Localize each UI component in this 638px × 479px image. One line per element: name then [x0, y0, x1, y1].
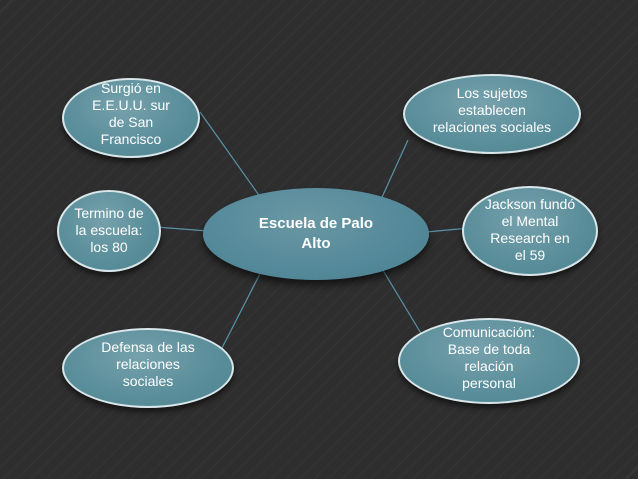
- node-label-line: E.E.U.U. sur: [92, 97, 170, 113]
- connector-defensa: [221, 261, 267, 349]
- node-surgio-label: Surgió en E.E.U.U. sur de San Francisco: [62, 80, 200, 148]
- node-label-line: personal: [462, 375, 516, 391]
- node-label-line: la escuela:: [75, 222, 143, 238]
- connector-termino: [155, 226, 209, 232]
- connector-comunicacion: [377, 261, 426, 341]
- node-label-line: sociales: [122, 373, 174, 389]
- node-surgio: [62, 78, 200, 158]
- node-defensa-label: Defensa de las relaciones sociales: [62, 339, 234, 390]
- node-label-line: el Mental: [501, 213, 559, 229]
- node-label-line: relaciones: [116, 356, 180, 372]
- node-label-line: Jackson fundó: [484, 196, 576, 212]
- node-comunicacion: [398, 318, 580, 404]
- connector-sujetos: [377, 139, 409, 207]
- node-label-line: Comunicación:: [442, 324, 536, 340]
- node-label-line: Defensa de las: [101, 339, 195, 355]
- node-defensa: [62, 328, 234, 408]
- node-termino-label: Termino de la escuela: los 80: [57, 205, 161, 256]
- node-label-line: Research en: [490, 230, 570, 246]
- node-label-line: relaciones sociales: [432, 119, 552, 135]
- node-label-line: establecen: [458, 102, 526, 118]
- connector-surgio: [199, 111, 269, 209]
- center-node: [203, 188, 429, 280]
- node-label-line: los 80: [90, 239, 128, 255]
- node-jackson: [462, 186, 598, 276]
- center-label: Escuela de Palo Alto: [203, 214, 429, 254]
- node-sujetos-label: Los sujetos establecen relaciones social…: [403, 85, 581, 136]
- node-label-line: relación: [464, 358, 514, 374]
- node-label-line: Francisco: [100, 131, 162, 147]
- center-label-line: Alto: [301, 235, 331, 252]
- node-comunicacion-label: Comunicación: Base de toda relación pers…: [398, 324, 580, 392]
- node-label-line: Base de toda: [447, 341, 531, 357]
- node-label-line: Los sujetos: [456, 85, 528, 101]
- node-sujetos: [403, 74, 581, 154]
- node-jackson-label: Jackson fundó el Mental Research en el 5…: [462, 196, 598, 264]
- node-termino: [57, 190, 161, 272]
- center-label-line: Escuela de Palo: [258, 215, 374, 232]
- node-label-line: Surgió en: [101, 80, 161, 96]
- node-label-line: de San: [108, 114, 154, 130]
- node-label-line: Termino de: [74, 205, 144, 221]
- node-label-line: el 59: [514, 247, 546, 263]
